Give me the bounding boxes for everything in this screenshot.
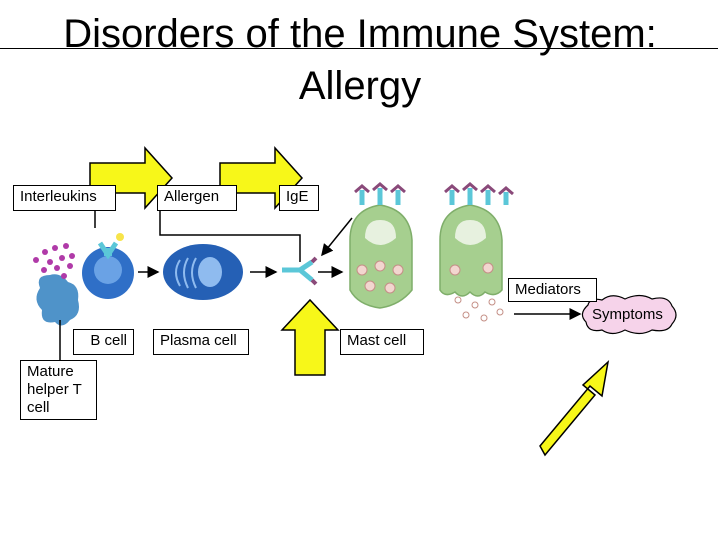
highlight-arrow-diagonal: [539, 359, 610, 457]
arrow-ige-to-mast: [321, 217, 353, 257]
allergen-label: Allergen: [157, 185, 237, 211]
helper-t-cell-label: Mature helper T cell: [20, 360, 97, 420]
plasma-cell-graphic: [163, 244, 243, 300]
mast-cell-label: Mast cell: [340, 329, 424, 355]
symptoms-cloud: [581, 294, 677, 335]
title-underline: [0, 0, 718, 49]
mast-cell-2: [439, 182, 514, 322]
symptoms-label: Symptoms: [592, 306, 663, 323]
title-line-1: Disorders of the Immune System:: [63, 12, 657, 56]
plasma-cell-label: Plasma cell: [153, 329, 249, 355]
title-line-2: Allergy: [298, 64, 422, 108]
b-cell-label: B cell: [73, 329, 134, 355]
connector-allergen: [159, 207, 301, 262]
helper-t-cell: [33, 243, 79, 326]
mediators-label: Mediators: [508, 278, 597, 302]
ige-antibody: [282, 256, 318, 286]
interleukins-label: Interleukins: [13, 185, 116, 211]
highlight-arrow-up: [280, 298, 340, 376]
ige-label: IgE: [279, 185, 319, 211]
mast-cell-1: [349, 182, 413, 309]
b-cell-graphic: [82, 233, 134, 299]
page-title: Disorders of the Immune System: Allergy: [0, 8, 720, 112]
